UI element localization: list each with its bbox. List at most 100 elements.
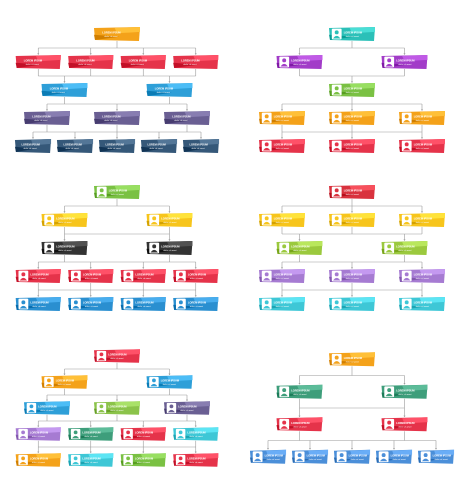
arrow-icon: [421, 211, 423, 213]
person-body-icon: [263, 147, 271, 151]
box-subtitle: dolor sit amet: [276, 277, 290, 280]
connector-lines: [267, 431, 437, 450]
arrow-icon: [281, 109, 283, 111]
box-subtitle: dolor sit amet: [309, 458, 323, 461]
connector-lines: [37, 414, 197, 428]
person-head-icon: [387, 244, 392, 249]
box-subtitle: dolor sit amet: [346, 35, 360, 38]
box-subtitle: dolor sit amet: [293, 425, 307, 428]
person-head-icon: [264, 216, 269, 221]
person-body-icon: [385, 249, 393, 253]
person-body-icon: [333, 305, 341, 309]
box-highlight: [44, 111, 70, 118]
box-title: LOREM IPSUM: [344, 189, 362, 193]
box-fold: [164, 118, 190, 124]
arrow-icon: [194, 267, 197, 269]
box-title: LOREM IPSUM: [414, 301, 432, 305]
arrow-icon: [63, 81, 66, 83]
box-subtitle: dolor sit amet: [276, 305, 290, 308]
box-subtitle: dolor sit amet: [435, 458, 449, 461]
box-subtitle: dolor sit amet: [416, 277, 430, 280]
connector-lines: [63, 362, 171, 376]
box-fold: [94, 34, 120, 40]
box-title: LOREM IPSUM: [274, 273, 292, 277]
box-title: LOREM IPSUM: [291, 59, 309, 63]
box-title: LOREM IPSUM: [161, 245, 179, 249]
connector-lines: [281, 97, 423, 111]
connector-lines: [281, 227, 423, 241]
box-title: LOREM IPSUM: [82, 457, 100, 461]
arrow-icon: [116, 109, 118, 111]
box-highlight: [88, 55, 114, 62]
person-head-icon: [255, 453, 260, 458]
connector-lines: [281, 199, 423, 213]
box-title: LOREM IPSUM: [56, 379, 74, 383]
person-head-icon: [178, 300, 183, 305]
box-highlight: [419, 111, 445, 118]
arrow-icon: [142, 295, 145, 297]
box-subtitle: dolor sit amet: [111, 193, 125, 196]
arrow-icon: [194, 295, 197, 297]
person-body-icon: [254, 458, 262, 462]
box-highlight: [193, 269, 219, 276]
connector-lines: [298, 366, 406, 385]
person-body-icon: [124, 305, 133, 309]
box-highlight: [35, 269, 61, 276]
box-title: LOREM IPSUM: [38, 405, 56, 409]
arrow-icon: [309, 448, 311, 450]
box-title: LOREM IPSUM: [291, 421, 309, 425]
connector-lines: [37, 283, 197, 297]
box-highlight: [349, 185, 375, 192]
person-head-icon: [126, 430, 131, 435]
connector-lines: [298, 41, 406, 55]
arrow-icon: [168, 211, 171, 213]
box-title: LOREM IPSUM: [32, 115, 50, 119]
person-head-icon: [282, 388, 287, 393]
box-subtitle: dolor sit amet: [416, 147, 430, 150]
arrow-icon: [168, 81, 171, 83]
person-head-icon: [387, 58, 392, 63]
person-body-icon: [280, 63, 288, 67]
box-highlight: [199, 139, 220, 146]
arrow-icon: [351, 295, 353, 297]
box-highlight: [266, 449, 287, 457]
box-subtitle: dolor sit amet: [416, 305, 430, 308]
box-fold: [98, 146, 119, 152]
person-body-icon: [263, 119, 271, 123]
box-title: LOREM IPSUM: [344, 301, 362, 305]
arrow-icon: [351, 448, 353, 450]
person-body-icon: [263, 305, 271, 309]
arrow-icon: [186, 109, 188, 111]
box-highlight: [140, 269, 166, 276]
box-highlight: [167, 83, 193, 90]
connector-lines: [63, 199, 171, 213]
box-highlight: [297, 55, 323, 62]
box-highlight: [349, 297, 375, 304]
person-body-icon: [263, 277, 271, 281]
person-head-icon: [21, 272, 26, 277]
person-head-icon: [29, 404, 34, 409]
box-highlight: [73, 139, 94, 146]
box-title: LOREM IPSUM: [24, 59, 42, 63]
box-subtitle: dolor sit amet: [346, 147, 360, 150]
arrow-icon: [281, 295, 283, 297]
box-highlight: [392, 449, 413, 457]
arrow-icon: [351, 137, 353, 139]
